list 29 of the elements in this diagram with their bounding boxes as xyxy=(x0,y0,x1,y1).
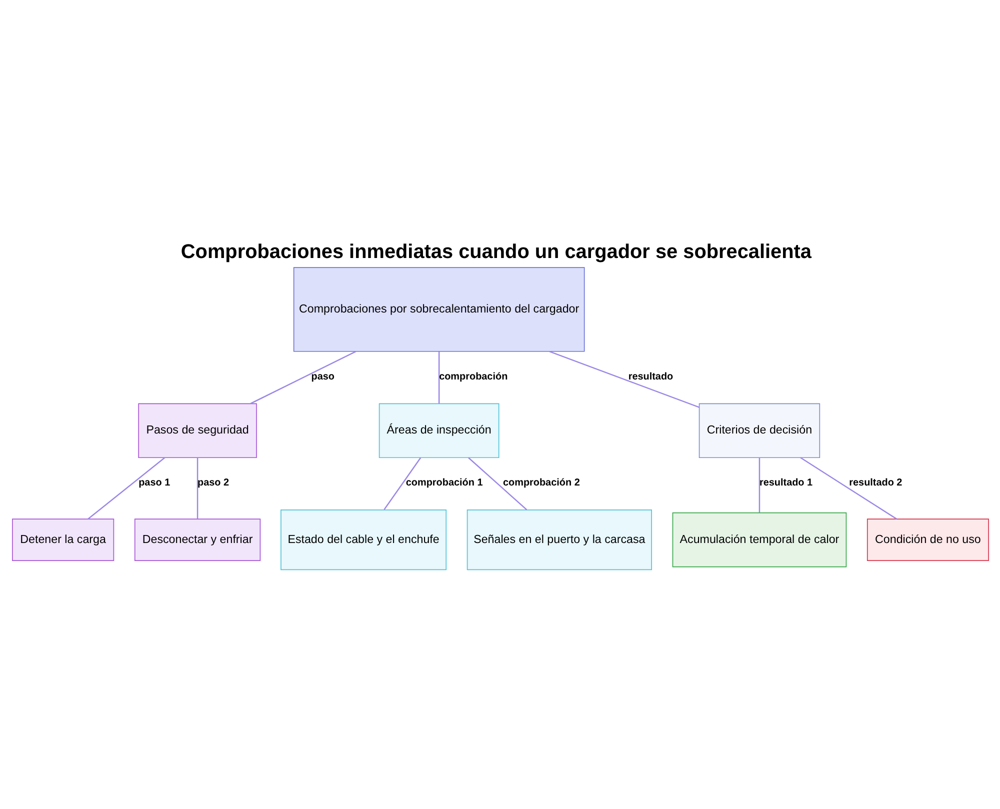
connector xyxy=(196,458,198,520)
diagram-title: Comprobaciones inmediatas cuando un cargador se sobrecalienta xyxy=(180,240,811,263)
edge-label: resultado 1 xyxy=(758,478,812,489)
node-box: Comprobaciones por sobrecalentamiento del cargador xyxy=(292,267,584,352)
edge-label: comprobación xyxy=(438,371,508,382)
edge-label: resultado 2 xyxy=(848,478,902,489)
connector xyxy=(250,350,356,404)
node-box: Pasos de seguridad xyxy=(138,403,256,458)
edge-label: paso 1 xyxy=(138,478,170,489)
node-box: Condición de no uso xyxy=(866,518,988,561)
edge-label: paso xyxy=(310,371,334,382)
connector xyxy=(383,457,421,510)
edge-label: resultado xyxy=(628,371,673,382)
node-box: Detener la carga xyxy=(12,518,114,561)
connector xyxy=(548,350,699,408)
node-box: Criterios de decisión xyxy=(698,403,820,458)
connector xyxy=(87,457,165,520)
connector xyxy=(438,351,440,404)
edge-label: comprobación 1 xyxy=(405,478,482,489)
node-box: Acumulación temporal de calor xyxy=(672,512,846,568)
node-box: Desconectar y enfriar xyxy=(134,518,260,561)
node-box: Señales en el puerto y la carcasa xyxy=(466,510,652,570)
connector xyxy=(758,458,760,513)
edge-label: paso 2 xyxy=(197,478,229,489)
node-box: Áreas de inspección xyxy=(378,403,499,458)
connector xyxy=(468,457,527,510)
edge-label: comprobación 2 xyxy=(502,478,580,489)
node-box: Estado del cable y el enchufe xyxy=(280,510,446,570)
connector xyxy=(800,457,896,520)
